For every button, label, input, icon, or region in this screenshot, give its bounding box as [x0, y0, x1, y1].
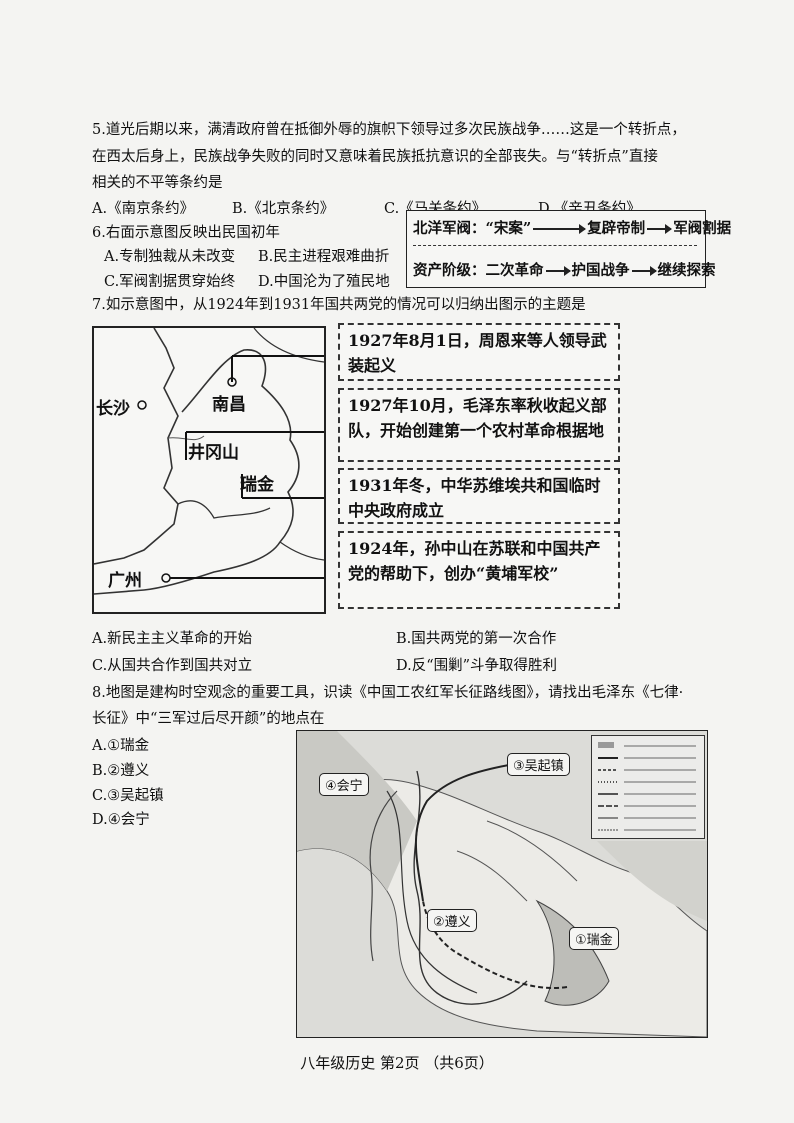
q7-box-jinggangshan: 1927年10月，毛泽东率秋收起义部队，开始创建第一个农村革命根据地 [338, 388, 620, 462]
q8-map-label-ruijin: ①瑞金 [569, 927, 619, 950]
q6-row1-mid: 复辟帝制 [587, 220, 646, 237]
q5-stem-line3: 相关的不平等条约是 [92, 175, 223, 191]
q6-row2-end: 继续探索 [657, 262, 716, 279]
arrow-icon [647, 224, 673, 234]
q8-map-label-zunyi: ②遵义 [427, 909, 477, 932]
q6-row2-mid: 护国战争 [571, 262, 630, 279]
q6-option-b[interactable]: B.民主进程艰难曲折 [258, 249, 390, 265]
q6-diagram: 北洋军阀：“宋案” 复辟帝制 军阀割据 资产阶级：二次革命 护国战争 继续探索 [406, 210, 731, 288]
arrow-icon [545, 266, 571, 276]
q7-box-nanchang-uprising: 1927年8月1日，周恩来等人领导武装起义 [338, 323, 620, 381]
q8-map-legend [591, 735, 705, 839]
q7-city-jinggangshan: 井冈山 [188, 443, 239, 463]
q6-option-d[interactable]: D.中国沦为了殖民地 [258, 274, 390, 290]
q6-stem: 6.右面示意图反映出民国初年 [92, 225, 280, 241]
q7-stem: 7.如示意图中，从1924年到1931年国共两党的情况可以归纳出图示的主题是 [92, 297, 586, 313]
q5-stem-line2: 在西太后身上，民族战争失败的同时又意味着民族抵抗意识的全部丧失。与“转折点”直接 [92, 149, 658, 165]
q7-city-nanchang: 南昌 [212, 395, 246, 415]
q6-divider [413, 245, 697, 246]
q7-city-ruijin: 瑞金 [240, 475, 274, 495]
q6-option-a[interactable]: A.专制独裁从未改变 [104, 249, 236, 265]
q8-stem-line1: 8.地图是建构时空观念的重要工具，识读《中国工农红军长征路线图》，请找出毛泽东《… [92, 685, 684, 701]
q8-option-b[interactable]: B.②遵义 [92, 763, 150, 779]
q5-option-a[interactable]: A.《南京条约》 [92, 201, 195, 217]
q7-option-d[interactable]: D.反“围剿”斗争取得胜利 [396, 658, 558, 674]
q7-box-whampoa: 1924年，孙中山在苏联和中国共产党的帮助下，创办“黄埔军校” [338, 531, 620, 609]
arrow-icon [533, 224, 587, 234]
q8-map-terrain [297, 731, 707, 1037]
q7-option-c[interactable]: C.从国共合作到国共对立 [92, 658, 253, 674]
q8-long-march-map: ③吴起镇 ④会宁 ②遵义 ①瑞金 [296, 730, 708, 1038]
q8-option-c[interactable]: C.③吴起镇 [92, 788, 164, 804]
q6-diagram-row-bourgeois: 资产阶级：二次革命 护国战争 继续探索 [413, 259, 716, 280]
q8-map-label-huining: ④会宁 [319, 773, 369, 796]
q7-map-outline [94, 328, 324, 595]
q8-map-label-wuqizhen: ③吴起镇 [507, 753, 570, 776]
arrow-icon [631, 266, 657, 276]
q6-row1-start: 北洋军阀：“宋案” [413, 220, 532, 237]
q6-row2-start: 资产阶级：二次革命 [413, 262, 544, 279]
q7-map: 南昌 长沙 井冈山 瑞金 广州 [92, 326, 326, 614]
q5-option-b[interactable]: B.《北京条约》 [232, 201, 335, 217]
q6-diagram-row-beiyang: 北洋军阀：“宋案” 复辟帝制 军阀割据 [413, 217, 731, 238]
q7-city-changsha: 长沙 [96, 399, 130, 419]
q7-box-soviet-government: 1931年冬，中华苏维埃共和国临时中央政府成立 [338, 468, 620, 524]
q6-row1-end: 军阀割据 [673, 220, 732, 237]
page-footer: 八年级历史 第2页 （共6页） [300, 1054, 494, 1072]
q5-stem-line1: 5.道光后期以来，满清政府曾在抵御外辱的旗帜下领导过多次民族战争……这是一个转折… [92, 122, 686, 138]
q8-stem-line2: 长征》中“三军过后尽开颜”的地点在 [92, 711, 325, 727]
q7-option-a[interactable]: A.新民主主义革命的开始 [92, 631, 253, 647]
q8-legend-symbols [598, 742, 696, 831]
q6-option-c[interactable]: C.军阀割据贯穿始终 [104, 274, 236, 290]
q8-option-d[interactable]: D.④会宁 [92, 812, 150, 828]
q8-option-a[interactable]: A.①瑞金 [92, 738, 150, 754]
q7-option-b[interactable]: B.国共两党的第一次合作 [396, 631, 557, 647]
q7-city-guangzhou: 广州 [108, 571, 142, 591]
